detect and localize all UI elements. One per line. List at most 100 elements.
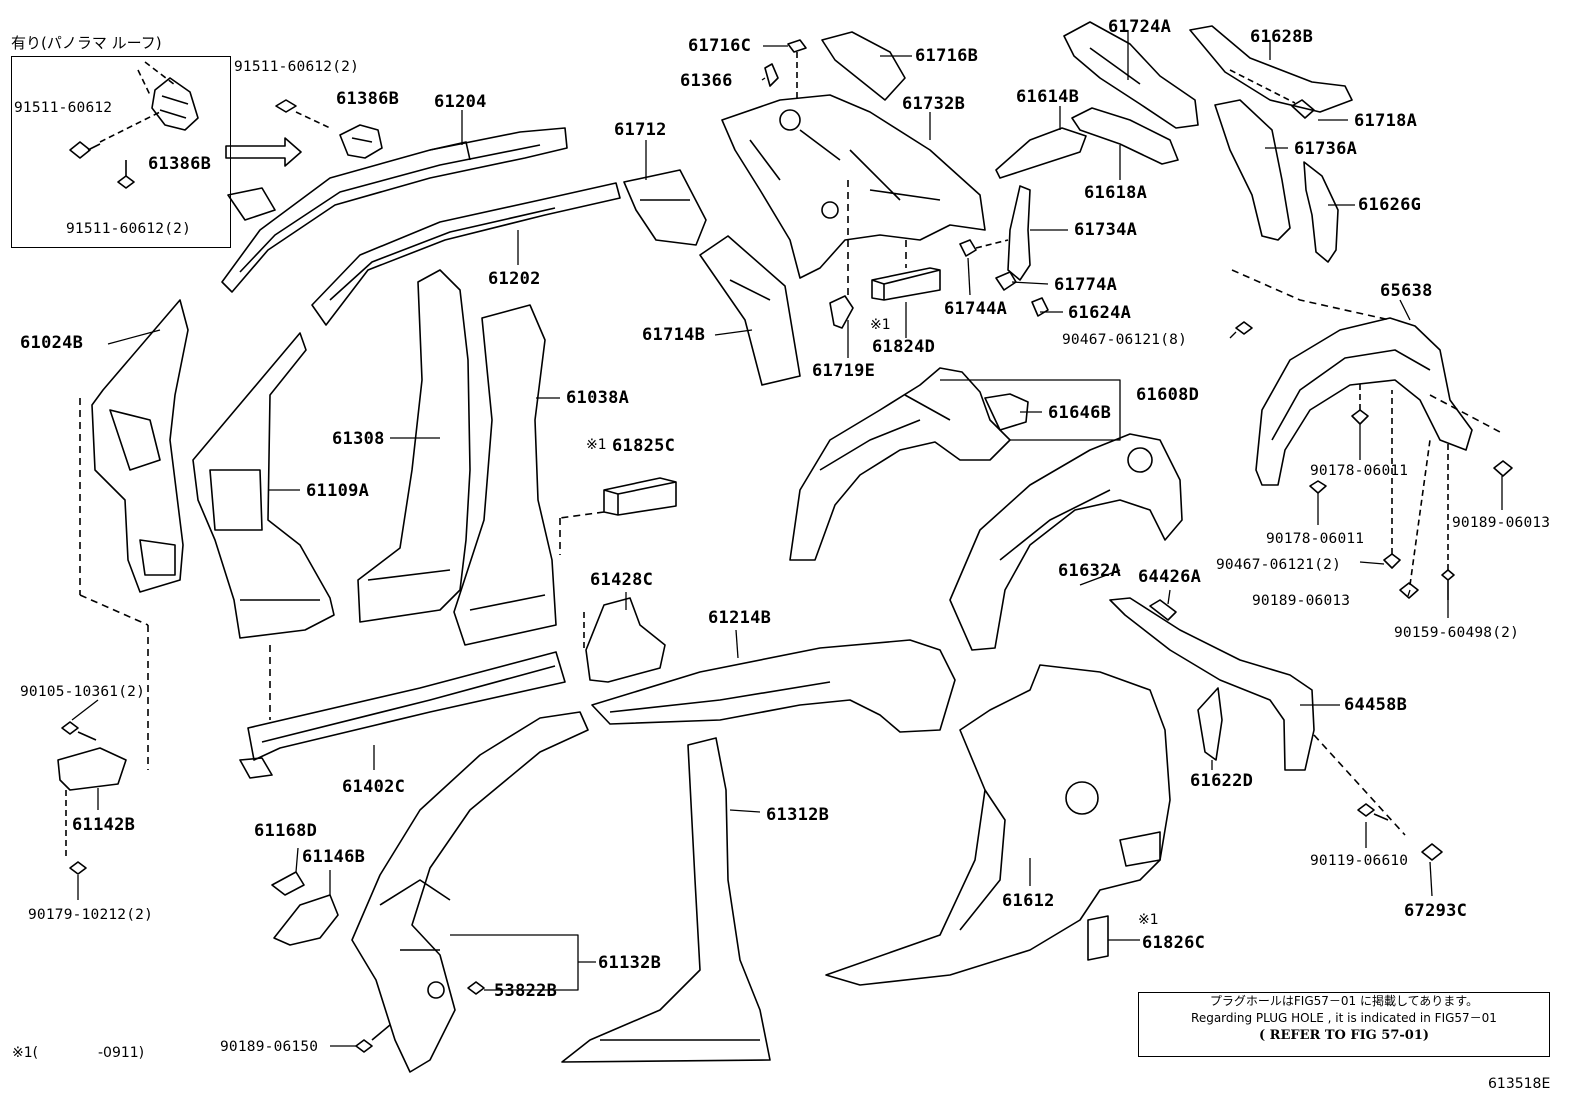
part-label-61312b[interactable]: 61312B [766, 805, 830, 825]
liner-65638-shape [1231, 269, 1501, 486]
part-label-64458b[interactable]: 64458B [1344, 695, 1408, 715]
part-label-61612[interactable]: 61612 [1002, 891, 1055, 911]
part-label-61712[interactable]: 61712 [614, 120, 667, 140]
rail-61214b-shape [591, 639, 956, 733]
part-label-61714b[interactable]: 61714B [642, 325, 706, 345]
part-label-90178-06011-a[interactable]: 90178-06011 [1310, 463, 1409, 479]
clip-90178-a-shape [1351, 409, 1369, 425]
part-label-61734a[interactable]: 61734A [1074, 220, 1138, 240]
pillar-61308-shape [357, 269, 471, 623]
wheelhouse-61632a-shape [949, 433, 1183, 651]
part-label-61202[interactable]: 61202 [488, 269, 541, 289]
clip-90189-b-shape [1399, 582, 1419, 599]
note-refer-link[interactable]: ( REFER TO FIG 57-01) [1258, 1028, 1430, 1043]
part-label-61618a[interactable]: 61618A [1084, 183, 1148, 203]
pillar-61312b-shape [561, 737, 771, 1063]
quarter-panel-61612-shape [825, 664, 1171, 986]
rail-61628b-shape [1189, 25, 1353, 113]
part-label-67293c[interactable]: 67293C [1404, 901, 1468, 921]
part-label-90159-60498-2[interactable]: 90159-60498(2) [1394, 625, 1520, 641]
block-61826c-shape [1087, 915, 1109, 961]
plug-hole-note: プラグホールはFIG57－01 に掲載してあります。 Regarding PLU… [1138, 992, 1550, 1057]
note-line-2: Regarding PLUG HOLE , it is indicated in… [1191, 1011, 1497, 1025]
part-label-90105-10361-2[interactable]: 90105-10361(2) [20, 684, 146, 700]
part-label-65638[interactable]: 65638 [1380, 281, 1433, 301]
part-label-64426a[interactable]: 64426A [1138, 567, 1202, 587]
part-label-61038a[interactable]: 61038A [566, 388, 630, 408]
part-label-90179-10212-2[interactable]: 90179-10212(2) [28, 907, 154, 923]
part-label-61632a[interactable]: 61632A [1058, 561, 1122, 581]
part-label-61825c[interactable]: 61825C [612, 436, 676, 456]
outer-panel-61132b-shape [351, 711, 589, 1073]
part-label-90189-06013-b[interactable]: 90189-06013 [1252, 593, 1351, 609]
clip-67293c-shape [1421, 843, 1443, 861]
part-label-61308[interactable]: 61308 [332, 429, 385, 449]
part-label-90178-06011-b[interactable]: 90178-06011 [1266, 531, 1365, 547]
part-label-53822b[interactable]: 53822B [494, 981, 558, 1001]
part-label-90467-06121-8[interactable]: 90467-06121(8) [1062, 332, 1188, 348]
part-label-61428c[interactable]: 61428C [590, 570, 654, 590]
clip-53822b-shape [467, 981, 485, 995]
note-marker-3: ※1 [1138, 912, 1159, 928]
part-label-61024b[interactable]: 61024B [20, 333, 84, 353]
clip-90178-b-shape [1309, 480, 1327, 494]
part-label-90119-06610[interactable]: 90119-06610 [1310, 853, 1409, 869]
part-label-61622d[interactable]: 61622D [1190, 771, 1254, 791]
block-61824d-shape [871, 267, 941, 301]
quarter-inner-61732b-shape [721, 94, 986, 300]
part-label-61624a[interactable]: 61624A [1068, 303, 1132, 323]
roof-rail-61204-shape [221, 127, 568, 293]
liner-64458b-shape [1109, 597, 1406, 836]
clip-61716c-shape [787, 39, 807, 53]
pillar-61024b-shape [79, 299, 189, 770]
part-label-61626g[interactable]: 61626G [1358, 195, 1422, 215]
part-label-61724a[interactable]: 61724A [1108, 17, 1172, 37]
part-label-61824d[interactable]: 61824D [872, 337, 936, 357]
part-label-61774a[interactable]: 61774A [1054, 275, 1118, 295]
part-label-61204[interactable]: 61204 [434, 92, 487, 112]
part-label-90467-06121-2[interactable]: 90467-06121(2) [1216, 557, 1342, 573]
clip-61366-shape [764, 63, 779, 87]
part-label-61826c[interactable]: 61826C [1142, 933, 1206, 953]
part-label-61736a[interactable]: 61736A [1294, 139, 1358, 159]
clip-90179-shape [69, 861, 87, 875]
part-label-61732b[interactable]: 61732B [902, 94, 966, 114]
bracket-61142b-shape [57, 747, 127, 791]
part-label-91511-60612-2-top[interactable]: 91511-60612(2) [234, 59, 360, 75]
part-label-61608d[interactable]: 61608D [1136, 385, 1200, 405]
part-label-61614b[interactable]: 61614B [1016, 87, 1080, 107]
note-marker-1: ※1 [870, 317, 891, 333]
bracket-61736a-shape [1214, 99, 1291, 241]
bracket-61622d-shape [1197, 687, 1223, 761]
bolt-90159-shape [1441, 569, 1455, 600]
footnote-range: -0911) [98, 1045, 145, 1061]
block-61825c-shape [603, 477, 677, 516]
part-label-61646b[interactable]: 61646B [1048, 403, 1112, 423]
part-label-90189-06013-a[interactable]: 90189-06013 [1452, 515, 1551, 531]
note-marker-2: ※1 [586, 437, 607, 453]
bolt-90119-shape [1357, 803, 1389, 821]
part-label-61386b[interactable]: 61386B [336, 89, 400, 109]
part-label-61109a[interactable]: 61109A [306, 481, 370, 501]
clip-90189-a-shape [1493, 460, 1513, 477]
part-label-61386b-inset[interactable]: 61386B [148, 154, 212, 174]
inset-bolts [69, 141, 135, 189]
part-label-61142b[interactable]: 61142B [72, 815, 136, 835]
part-label-61744a[interactable]: 61744A [944, 299, 1008, 319]
part-label-61146b[interactable]: 61146B [302, 847, 366, 867]
part-label-61132b[interactable]: 61132B [598, 953, 662, 973]
part-label-61168d[interactable]: 61168D [254, 821, 318, 841]
part-label-61719e[interactable]: 61719E [812, 361, 876, 381]
part-label-61716c[interactable]: 61716C [688, 36, 752, 56]
part-label-61718a[interactable]: 61718A [1354, 111, 1418, 131]
part-label-91511-60612-inset[interactable]: 91511-60612 [14, 100, 113, 116]
part-label-61402c[interactable]: 61402C [342, 777, 406, 797]
part-label-61366[interactable]: 61366 [680, 71, 733, 91]
bracket-61734a-shape [1007, 185, 1031, 281]
part-label-91511-60612-2-inset[interactable]: 91511-60612(2) [66, 221, 192, 237]
part-label-61628b[interactable]: 61628B [1250, 27, 1314, 47]
part-label-61716b[interactable]: 61716B [915, 46, 979, 66]
part-label-90189-06150[interactable]: 90189-06150 [220, 1039, 319, 1055]
part-label-61214b[interactable]: 61214B [708, 608, 772, 628]
